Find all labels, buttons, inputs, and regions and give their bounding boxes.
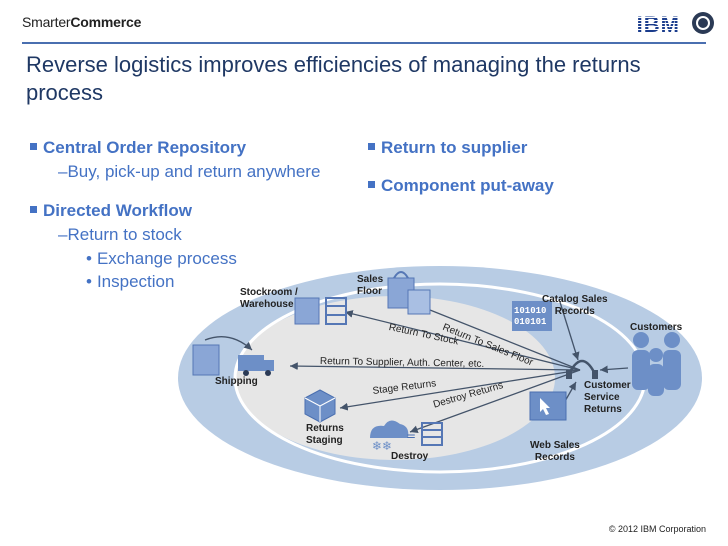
sub-bullet-buy: –Buy, pick-up and return anywhere	[58, 162, 321, 181]
bullet-square-icon	[30, 206, 37, 214]
copyright: © 2012 IBM Corporation	[608, 524, 706, 534]
bullet-label: Central Order Repository	[43, 138, 247, 157]
bullet-label: Return to supplier	[381, 138, 528, 157]
svg-text:=: =	[406, 429, 416, 443]
bullet-component-putaway: Component put-away	[368, 176, 554, 196]
sub-sub-bullet-inspection: •Inspection	[86, 272, 175, 291]
destroy-label: Destroy	[391, 451, 429, 462]
sub-bullet-label: Return to stock	[67, 225, 182, 244]
bullet-square-icon	[368, 143, 375, 151]
bullet-central-order: Central Order Repository	[30, 138, 246, 158]
bullet-return-supplier: Return to supplier	[368, 138, 527, 158]
destroy-icon: ❄❄ =	[370, 420, 443, 453]
customers-icon	[632, 332, 681, 396]
brand-bold: Commerce	[70, 14, 142, 30]
headset-icon	[566, 359, 598, 379]
stockroom-label: Stockroom /Warehouse	[240, 287, 298, 310]
shipping-icon	[192, 344, 274, 376]
globe-icon	[692, 12, 714, 34]
brand-light: Smarter	[22, 14, 71, 30]
shipping-label: Shipping	[215, 376, 258, 387]
stockroom-icon	[294, 297, 347, 325]
sub-bullet-label: Buy, pick-up and return anywhere	[67, 162, 321, 181]
sub-bullet-return-stock: –Return to stock	[58, 225, 182, 244]
svg-text:❄❄: ❄❄	[372, 439, 392, 453]
smartercommerce-logo: SmarterCommerce	[22, 14, 141, 30]
bullet-label: Directed Workflow	[43, 201, 192, 220]
catalog-records-icon	[512, 301, 552, 331]
header-rule	[22, 42, 706, 44]
slide-title: Reverse logistics improves efficiencies …	[26, 52, 641, 105]
bullet-directed-workflow: Directed Workflow	[30, 201, 192, 221]
web-sales-icon	[529, 391, 567, 421]
customers-label: Customers	[630, 322, 683, 333]
sub-sub-bullet-label: Inspection	[96, 272, 175, 291]
sub-sub-bullet-label: Exchange process	[96, 249, 237, 268]
bullet-square-icon	[30, 143, 37, 151]
sub-sub-bullet-exchange: •Exchange process	[86, 249, 237, 268]
bullet-label: Component put-away	[381, 176, 554, 195]
bullet-square-icon	[368, 181, 375, 189]
returns-staging-icon	[304, 389, 336, 423]
flow-lines	[204, 299, 629, 433]
shopping-bag-icon	[387, 271, 431, 315]
ibm-logo: IBM	[636, 12, 680, 37]
